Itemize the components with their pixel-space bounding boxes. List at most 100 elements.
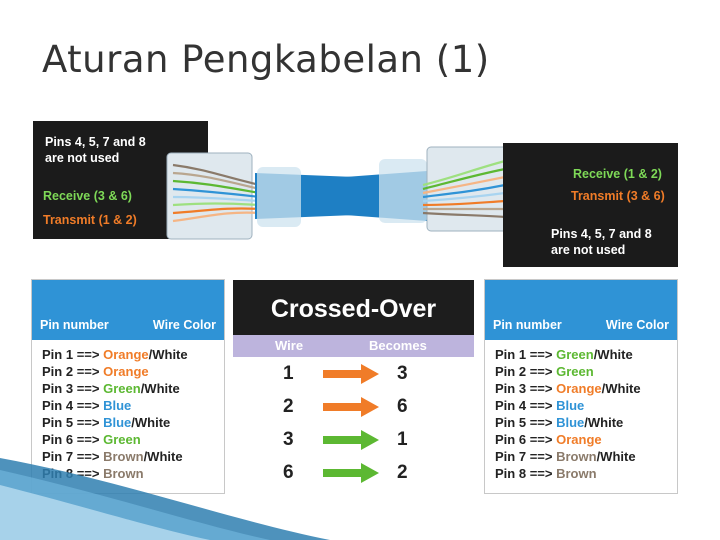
right-pin-row: Pin 6 ==> Orange bbox=[495, 431, 677, 448]
right-arrow-icon bbox=[323, 397, 379, 417]
crossover-becomes-number: 6 bbox=[397, 396, 408, 417]
right-receive-label: Receive (1 & 2) bbox=[573, 167, 662, 181]
wire-color-primary: Orange bbox=[556, 432, 602, 447]
pin-arrow: ==> bbox=[529, 415, 553, 430]
wire-color-primary: Green bbox=[556, 347, 594, 362]
right-header-pin-number: Pin number bbox=[493, 318, 562, 332]
left-pin-row: Pin 4 ==> Blue bbox=[42, 397, 224, 414]
pin-arrow: ==> bbox=[76, 347, 100, 362]
wire-color-stripe: /White bbox=[143, 449, 183, 464]
wire-color-stripe: /White bbox=[140, 381, 180, 396]
pin-label: Pin 5 bbox=[495, 415, 527, 430]
right-connector-panel: Receive (1 & 2) Transmit (3 & 6) Pins 4,… bbox=[503, 143, 678, 267]
pin-arrow: ==> bbox=[529, 364, 553, 379]
crossover-col-becomes: Becomes bbox=[369, 338, 427, 353]
right-pin-row: Pin 4 ==> Blue bbox=[495, 397, 677, 414]
left-pin-row: Pin 7 ==> Brown/White bbox=[42, 448, 224, 465]
wire-color-primary: Blue bbox=[103, 415, 132, 430]
wire-color-stripe: /White bbox=[584, 415, 624, 430]
pin-arrow: ==> bbox=[529, 466, 553, 481]
right-pin-table: Pin number Wire Color Pin 1 ==> Green/Wh… bbox=[484, 279, 678, 494]
left-pin-row: Pin 5 ==> Blue/White bbox=[42, 414, 224, 431]
left-header-wire-color: Wire Color bbox=[152, 318, 216, 332]
wire-color-primary: Orange bbox=[103, 364, 149, 379]
pin-arrow: ==> bbox=[529, 449, 553, 464]
wire-color-primary: Orange bbox=[103, 347, 149, 362]
right-arrow-icon bbox=[323, 430, 379, 450]
right-pin-row: Pin 7 ==> Brown/White bbox=[495, 448, 677, 465]
crossover-col-wire: Wire bbox=[275, 338, 304, 353]
wire-color-primary: Brown bbox=[103, 449, 144, 464]
crossover-wire-number: 1 bbox=[283, 363, 294, 384]
pin-arrow: ==> bbox=[76, 449, 100, 464]
crossover-becomes-number: 3 bbox=[397, 363, 408, 384]
right-arrow-icon bbox=[323, 364, 379, 384]
right-pin-row: Pin 8 ==> Brown bbox=[495, 465, 677, 482]
left-pin-table-header: Pin number Wire Color bbox=[32, 280, 224, 340]
wire-color-stripe: /White bbox=[596, 449, 636, 464]
wire-color-primary: Brown bbox=[556, 466, 597, 481]
right-pin-row: Pin 3 ==> Orange/White bbox=[495, 380, 677, 397]
left-header-pin-number: Pin number bbox=[40, 318, 109, 332]
wire-color-primary: Orange bbox=[556, 381, 602, 396]
wire-color-primary: Green bbox=[103, 432, 141, 447]
left-pin-row: Pin 2 ==> Orange bbox=[42, 363, 224, 380]
pin-label: Pin 1 bbox=[42, 347, 74, 362]
left-pin-row: Pin 1 ==> Orange/White bbox=[42, 346, 224, 363]
pin-arrow: ==> bbox=[76, 364, 100, 379]
left-note-line2: are not used bbox=[45, 151, 120, 165]
pin-label: Pin 5 bbox=[42, 415, 74, 430]
wire-color-stripe: /White bbox=[601, 381, 641, 396]
left-transmit-label: Transmit (1 & 2) bbox=[43, 213, 137, 227]
pin-label: Pin 3 bbox=[495, 381, 527, 396]
rj45-cable-image bbox=[166, 146, 508, 240]
crossover-wire-number: 6 bbox=[283, 462, 294, 483]
pin-label: Pin 6 bbox=[495, 432, 527, 447]
pin-arrow: ==> bbox=[76, 398, 100, 413]
pin-label: Pin 2 bbox=[42, 364, 74, 379]
pin-label: Pin 2 bbox=[495, 364, 527, 379]
pin-arrow: ==> bbox=[76, 415, 100, 430]
left-pin-row: Pin 3 ==> Green/White bbox=[42, 380, 224, 397]
crossover-wire-number: 2 bbox=[283, 396, 294, 417]
crossover-becomes-number: 1 bbox=[397, 429, 408, 450]
pin-arrow: ==> bbox=[529, 432, 553, 447]
left-pin-row: Pin 6 ==> Green bbox=[42, 431, 224, 448]
pin-label: Pin 7 bbox=[495, 449, 527, 464]
right-header-wire-color: Wire Color bbox=[605, 318, 669, 332]
right-pin-row: Pin 1 ==> Green/White bbox=[495, 346, 677, 363]
wire-color-primary: Brown bbox=[556, 449, 597, 464]
wire-color-primary: Green bbox=[103, 381, 141, 396]
wire-color-stripe: /White bbox=[131, 415, 171, 430]
wire-color-primary: Blue bbox=[103, 398, 132, 413]
right-pin-row: Pin 5 ==> Blue/White bbox=[495, 414, 677, 431]
pin-label: Pin 1 bbox=[495, 347, 527, 362]
right-transmit-label: Transmit (3 & 6) bbox=[571, 189, 665, 203]
pin-arrow: ==> bbox=[529, 398, 553, 413]
right-arrow-icon bbox=[323, 463, 379, 483]
right-pin-table-header: Pin number Wire Color bbox=[485, 280, 677, 340]
pin-arrow: ==> bbox=[529, 381, 553, 396]
slide-title: Aturan Pengkabelan (1) bbox=[42, 38, 490, 81]
right-note-line2: are not used bbox=[551, 243, 626, 257]
wire-color-stripe: /White bbox=[148, 347, 188, 362]
pin-arrow: ==> bbox=[529, 347, 553, 362]
right-pin-row: Pin 2 ==> Green bbox=[495, 363, 677, 380]
pin-label: Pin 6 bbox=[42, 432, 74, 447]
pin-label: Pin 7 bbox=[42, 449, 74, 464]
crossover-subheader: Wire Becomes bbox=[233, 335, 474, 357]
wire-color-primary: Brown bbox=[103, 466, 144, 481]
pin-label: Pin 8 bbox=[495, 466, 527, 481]
wire-color-primary: Blue bbox=[556, 398, 585, 413]
pin-label: Pin 4 bbox=[495, 398, 527, 413]
wire-color-primary: Blue bbox=[556, 415, 585, 430]
wire-color-primary: Green bbox=[556, 364, 594, 379]
crossover-title: Crossed-Over bbox=[233, 280, 474, 335]
